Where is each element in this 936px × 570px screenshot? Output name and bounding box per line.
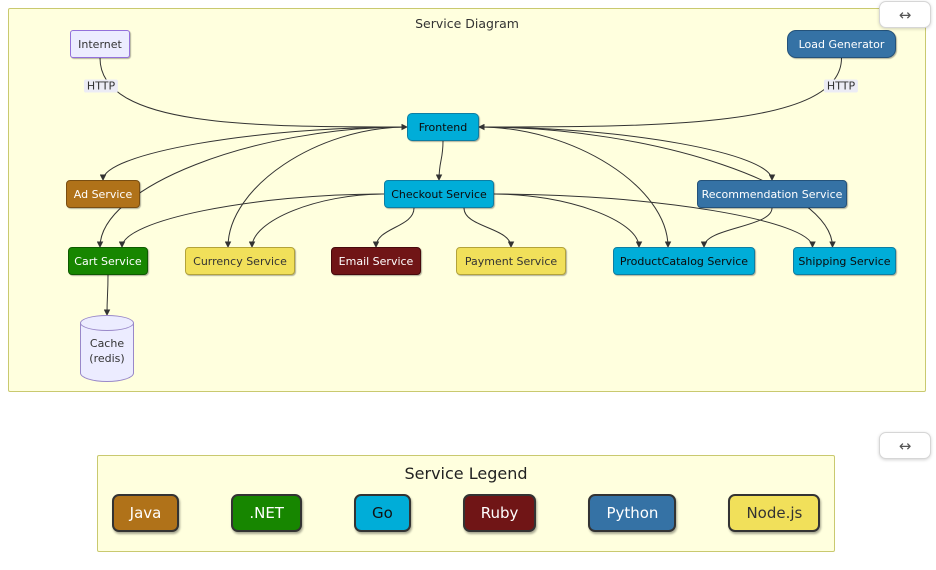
diagram-expand-button[interactable]: ↔	[879, 1, 931, 28]
left-right-arrow-icon: ↔	[898, 5, 912, 24]
service-diagram-panel: Service Diagram	[8, 8, 926, 392]
legend-item-node-js: Node.js	[728, 494, 821, 532]
legend-item-python: Python	[588, 494, 677, 532]
legend-title: Service Legend	[404, 464, 528, 483]
legend-item-net: .NET	[231, 494, 302, 532]
diagram-title: Service Diagram	[415, 16, 519, 31]
legend-item-go: Go	[353, 494, 411, 532]
legend-item-java: Java	[111, 494, 180, 532]
legend-expand-button[interactable]: ↔	[879, 432, 931, 459]
legend-row: Java .NET Go Ruby Python Node.js	[98, 494, 834, 532]
service-legend-panel: Service Legend Java .NET Go Ruby Python Node.…	[97, 455, 835, 552]
legend-item-ruby: Ruby	[462, 494, 537, 532]
left-right-arrow-icon: ↔	[898, 436, 912, 455]
